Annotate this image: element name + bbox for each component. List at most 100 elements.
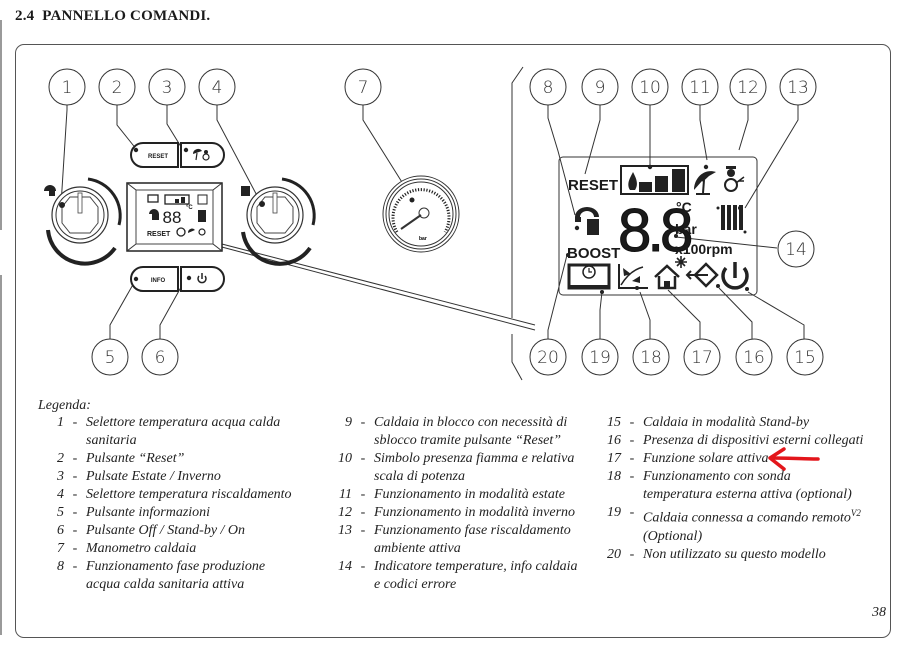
- svg-text:18: 18: [640, 348, 662, 368]
- callout-16: 16: [735, 338, 773, 376]
- legend-column-1: 1-Selettore temperatura acqua calda sani…: [28, 414, 318, 594]
- legend-item-solar: 17-Funzione solare attiva: [607, 451, 769, 466]
- legend-item: 20-Non utilizzato su questo modello: [607, 546, 826, 562]
- legend-item: 1-Selettore temperatura acqua calda sani…: [57, 415, 281, 448]
- outdoor-sensor-icon: [618, 264, 648, 290]
- power-bar-1: [639, 182, 652, 192]
- flame-icon: [628, 172, 637, 190]
- legend-item: 16-Presenza di dispositivi esterni colle…: [607, 433, 864, 448]
- tap-icon: [574, 207, 599, 235]
- svg-text:88: 88: [163, 208, 182, 227]
- legend-item: 4-Selettore temperatura riscaldamento: [57, 487, 292, 502]
- svg-text:INFO: INFO: [151, 278, 166, 284]
- power-icon: [197, 273, 207, 284]
- page-edge-line-bottom: [0, 275, 2, 635]
- callout-14: 14: [777, 230, 815, 268]
- lcd-digits: 8.8: [618, 197, 691, 264]
- external-device-icon: [685, 262, 720, 288]
- power-button[interactable]: [180, 266, 225, 292]
- heating-temperature-knob[interactable]: [241, 177, 316, 266]
- svg-text:12: 12: [737, 78, 759, 98]
- legend-item: 12-Funzionamento in modalità inverno: [338, 505, 576, 520]
- leader-lines-left: [60, 105, 536, 345]
- umbrella-snowman-icon: [193, 149, 210, 161]
- legend-item: 11-Funzionamento in modalità estate: [339, 487, 565, 502]
- legend-item: 10-Simbolo presenza fiamma e relativa sc…: [338, 451, 575, 484]
- svg-text:16: 16: [743, 348, 765, 368]
- legend-item: 6-Pulsante Off / Stand-by / On: [57, 523, 246, 538]
- svg-text:1: 1: [62, 78, 73, 98]
- callout-3: 3: [148, 68, 186, 106]
- snowman-icon: [724, 166, 745, 192]
- svg-text:5: 5: [105, 348, 116, 368]
- legend-item: 15-Caldaia in modalità Stand-by: [607, 415, 810, 430]
- lcd-reset-label: RESET: [568, 177, 618, 194]
- legend-item: 7-Manometro caldaia: [57, 541, 197, 556]
- annotation-arrow: [768, 447, 820, 471]
- lcd-boost-label: BOOST: [567, 245, 620, 262]
- callout-18: 18: [632, 338, 670, 376]
- callout-2: 2: [98, 68, 136, 106]
- section-title-text: PANNELLO COMANDI.: [42, 8, 211, 24]
- unit-celsius: °C: [676, 199, 692, 215]
- svg-text:RESET: RESET: [148, 154, 168, 160]
- svg-text:14: 14: [785, 240, 807, 260]
- radiator-small-icon: [241, 186, 250, 196]
- callout-11: 11: [681, 68, 719, 106]
- legend-title: Legenda:: [38, 398, 91, 413]
- svg-text:10: 10: [639, 78, 661, 98]
- legend-item: 8-Funzionamento fase produzione acqua ca…: [57, 559, 266, 592]
- legend-column-3: 15-Caldaia in modalità Stand-by 16-Prese…: [585, 414, 885, 564]
- section-title: 2.4 PANNELLO COMANDI.: [15, 8, 210, 25]
- info-button[interactable]: INFO: [130, 266, 179, 292]
- callout-7: 7: [344, 68, 382, 106]
- svg-text:19: 19: [589, 348, 611, 368]
- callout-12: 12: [729, 68, 767, 106]
- svg-text:11: 11: [689, 78, 711, 98]
- solar-house-icon: [654, 256, 687, 290]
- callout-19: 19: [581, 338, 619, 376]
- svg-text:20: 20: [537, 348, 559, 368]
- legend-item: 2-Pulsante “Reset”: [57, 451, 185, 466]
- page-number: 38: [872, 605, 886, 620]
- unit-bar: bar: [675, 221, 697, 237]
- legend-item: 19-Caldaia connessa a comando remotoV2(O…: [607, 505, 861, 544]
- reset-button[interactable]: RESET: [130, 142, 179, 168]
- section-number: 2.4: [15, 8, 35, 24]
- svg-text:3: 3: [162, 78, 173, 98]
- svg-text:4: 4: [212, 78, 223, 98]
- legend-item: 9-Caldaia in blocco con necessità di sbl…: [345, 415, 568, 448]
- dhw-temperature-knob[interactable]: [46, 177, 122, 266]
- mini-display: 88 °C RESET: [126, 182, 223, 252]
- summer-winter-button[interactable]: [180, 142, 225, 168]
- diagram-frame: [15, 44, 891, 638]
- remote-clock-icon: [567, 263, 611, 290]
- svg-text:7: 7: [358, 78, 369, 98]
- svg-text:17: 17: [691, 348, 713, 368]
- callout-20: 20: [529, 338, 567, 376]
- callout-9: 9: [581, 68, 619, 106]
- lcd-display: RESET 8.8 °C ba: [558, 156, 758, 296]
- svg-text:9: 9: [595, 78, 606, 98]
- callout-6: 6: [141, 338, 179, 376]
- svg-text:15: 15: [794, 348, 816, 368]
- legend-item: 3-Pulsate Estate / Inverno: [57, 469, 221, 484]
- flame-power-bars: [620, 164, 689, 195]
- pressure-gauge: bar: [382, 175, 460, 253]
- callout-8: 8: [529, 68, 567, 106]
- callout-13: 13: [779, 68, 817, 106]
- svg-text:2: 2: [112, 78, 123, 98]
- legend-item: 18-Funzionamento con sonda temperatura e…: [607, 469, 852, 502]
- legend-item: 14-Indicatore temperature, info caldaia …: [338, 559, 578, 592]
- callout-4: 4: [198, 68, 236, 106]
- callout-1: 1: [48, 68, 86, 106]
- callout-15: 15: [786, 338, 824, 376]
- power-bar-3: [672, 169, 685, 192]
- leader-lines-right: [547, 105, 805, 339]
- svg-text:13: 13: [787, 78, 809, 98]
- tap-icon: [44, 185, 56, 196]
- radiator-icon: [716, 205, 747, 234]
- svg-text:°C: °C: [186, 205, 193, 211]
- callout-17: 17: [683, 338, 721, 376]
